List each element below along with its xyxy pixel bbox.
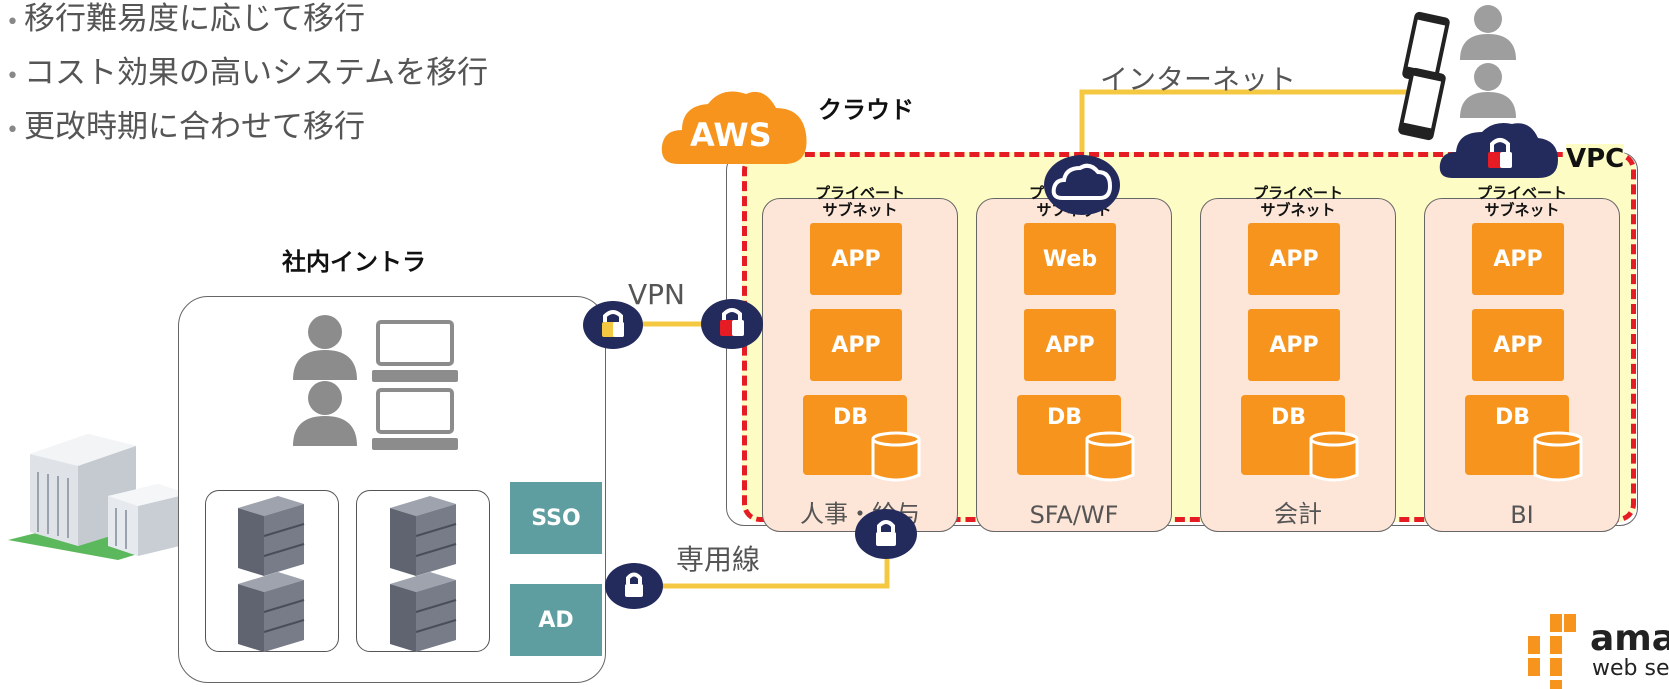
subnet-title: プライベート サブネット <box>1252 184 1343 219</box>
web-tier-box: Web <box>1024 223 1116 295</box>
server-icon <box>390 572 457 652</box>
app-tier-box: APP <box>810 309 902 381</box>
intranet-title: 社内イントラ <box>282 248 426 276</box>
subnet-panel: プライベート サブネット APP APP DB 会計 <box>1200 185 1396 532</box>
database-icon <box>1085 431 1135 482</box>
aws-logo-subtext: web se <box>1592 656 1669 681</box>
vpn-label: VPN <box>628 278 685 311</box>
system-name: BI <box>1510 501 1534 529</box>
app-tier-box: APP <box>1248 223 1340 295</box>
user-icon <box>1460 63 1516 118</box>
internet-gateway-icon <box>1044 155 1120 215</box>
server-icon <box>238 496 305 576</box>
lock-icon <box>605 563 663 609</box>
cloud-title: クラウド <box>818 96 914 124</box>
lock-icon <box>583 301 643 349</box>
dedicated-line-label: 専用線 <box>676 543 761 576</box>
app-tier-box: APP <box>1024 309 1116 381</box>
user-icon <box>293 315 357 380</box>
system-name: SFA/WF <box>1029 501 1119 529</box>
bullet-item: •コスト効果の高いシステムを移行 <box>6 55 489 91</box>
aws-logo-text: ama <box>1590 618 1669 659</box>
bullet-item: •移行難易度に応じて移行 <box>6 1 365 37</box>
subnet-panel: プライベート サブネット APP APP DB 人事・給与 <box>762 185 958 532</box>
database-icon <box>1309 431 1359 482</box>
aws-cloud-icon <box>661 91 807 164</box>
database-icon <box>1533 431 1583 482</box>
pc-icon <box>372 320 458 382</box>
lock-icon <box>855 509 917 559</box>
db-label: DB <box>1495 405 1531 430</box>
sso-box: SSO <box>510 482 602 554</box>
app-tier-box: APP <box>1248 309 1340 381</box>
subnet-title: プライベート サブネット <box>814 184 905 219</box>
vpc-cloud-icon <box>1439 123 1558 178</box>
aws-logo-icon <box>1528 614 1576 689</box>
smartphone-icon <box>1402 11 1450 85</box>
bullet-item: •更改時期に合わせて移行 <box>6 109 365 145</box>
lock-icon <box>701 299 763 349</box>
app-tier-box: APP <box>1472 309 1564 381</box>
database-icon <box>871 431 921 482</box>
app-tier-box: APP <box>1472 223 1564 295</box>
subnet-panel: プライベート サブネット Web APP DB SFA/WF <box>976 185 1172 532</box>
user-icon <box>1460 5 1516 60</box>
db-label: DB <box>1047 405 1083 430</box>
system-name: 会計 <box>1274 500 1322 528</box>
vpc-label: VPC <box>1566 144 1625 174</box>
pc-icon <box>372 388 458 450</box>
aws-badge-label: AWS <box>690 116 772 154</box>
subnet-title: プライベート サブネット <box>1476 184 1567 219</box>
server-icon <box>238 572 305 652</box>
app-tier-box: APP <box>810 223 902 295</box>
server-icon <box>390 496 457 576</box>
smartphone-icon <box>1398 67 1446 141</box>
user-icon <box>293 381 357 446</box>
internet-label: インターネット <box>1100 63 1297 96</box>
db-label: DB <box>1271 405 1307 430</box>
bullet-list: •移行難易度に応じて移行 •コスト効果の高いシステムを移行 •更改時期に合わせて… <box>6 0 488 156</box>
db-label: DB <box>833 405 869 430</box>
building-icon <box>8 434 198 560</box>
subnet-panel: プライベート サブネット APP APP DB BI <box>1424 185 1620 532</box>
ad-box: AD <box>510 584 602 656</box>
